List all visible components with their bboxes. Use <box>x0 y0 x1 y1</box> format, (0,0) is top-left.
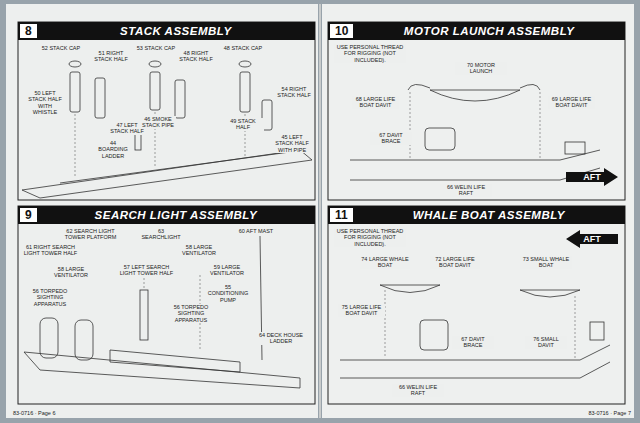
part-callout: 53 STACK CAP <box>135 45 177 51</box>
aft-text: AFT <box>566 168 618 186</box>
part-callout: 52 STACK CAP <box>40 45 82 51</box>
step-number: 8 <box>20 24 37 38</box>
part-callout: 66 WELIN LIFE RAFT <box>440 184 492 197</box>
step-title: MOTOR LAUNCH ASSEMBLY <box>353 25 625 37</box>
step-number: 9 <box>20 208 37 222</box>
part-callout: 74 LARGE WHALE BOAT <box>360 256 410 269</box>
step-title: SEARCH LIGHT ASSEMBLY <box>37 209 315 221</box>
part-callout: 50 LEFT STACK HALF WITH WHISTLE <box>24 90 66 115</box>
part-callout: 73 SMALL WHALE BOAT <box>520 256 572 269</box>
part-callout: 70 MOTOR LAUNCH <box>455 62 507 75</box>
step-header: 10MOTOR LAUNCH ASSEMBLY <box>328 22 625 40</box>
part-callout: 67 DAVIT BRACE <box>370 132 412 145</box>
part-callout: 64 DECK HOUSE LADDER <box>255 332 307 345</box>
step-header: 8STACK ASSEMBLY <box>18 22 315 40</box>
part-callout: 63 SEARCHLIGHT <box>140 228 182 241</box>
part-callout: 55 CONDITIONING PUMP <box>205 284 251 303</box>
part-callout: 72 LARGE LIFE BOAT DAVIT <box>430 256 480 269</box>
part-callout: 44 BOARDING LADDER <box>94 140 132 159</box>
step-header: 11WHALE BOAT ASSEMBLY <box>328 206 625 224</box>
step-title: STACK ASSEMBLY <box>37 25 315 37</box>
part-callout: 49 STACK HALF <box>222 118 264 131</box>
part-callout: 56 TORPEDO SIGHTING APPARATUS <box>24 288 76 307</box>
part-callout: 58 LARGE VENTILATOR <box>50 266 92 279</box>
part-callout: 48 RIGHT STACK HALF <box>175 50 217 63</box>
part-callout: 57 LEFT SEARCH LIGHT TOWER HALF <box>118 264 175 277</box>
part-callout: 62 SEARCH LIGHT TOWER PLATFORM <box>62 228 119 241</box>
part-callout: 51 RIGHT STACK HALF <box>90 50 132 63</box>
aft-text: AFT <box>566 230 618 248</box>
step-number: 10 <box>330 24 353 38</box>
part-callout: 67 DAVIT BRACE <box>452 336 494 349</box>
part-callout: 45 LEFT STACK HALF WITH PIPE <box>272 134 312 153</box>
part-callout: 75 LARGE LIFE BOAT DAVIT <box>338 304 385 317</box>
part-callout: 66 WELIN LIFE RAFT <box>392 384 444 397</box>
part-callout: 60 AFT MAST <box>235 228 277 234</box>
page-footer: 83-0716 · Page 6 <box>12 410 94 416</box>
note-text: USE PERSONAL THREAD FOR RIGGING (NOT INC… <box>334 228 406 247</box>
step-number: 11 <box>330 208 353 222</box>
part-callout: 76 SMALL DAVIT <box>525 336 567 349</box>
part-callout: 56 TORPEDO SIGHTING APPARATUS <box>165 304 217 323</box>
aft-arrow: AFT <box>566 230 618 248</box>
part-callout: 69 LARGE LIFE BOAT DAVIT <box>548 96 595 109</box>
part-callout: 59 LARGE VENTILATOR <box>205 264 249 277</box>
part-callout: 68 LARGE LIFE BOAT DAVIT <box>352 96 399 109</box>
aft-arrow: AFT <box>566 168 618 186</box>
step-header: 9SEARCH LIGHT ASSEMBLY <box>18 206 315 224</box>
part-callout: 54 RIGHT STACK HALF <box>275 86 313 99</box>
page-footer: 83-0716 · Page 7 <box>550 410 632 416</box>
part-callout: 61 RIGHT SEARCH LIGHT TOWER HALF <box>22 244 79 257</box>
part-callout: 48 STACK CAP <box>222 45 264 51</box>
note-text: USE PERSONAL THREAD FOR RIGGING (NOT INC… <box>334 44 406 63</box>
part-callout: 46 SMOKE STACK PIPE <box>140 116 176 129</box>
step-title: WHALE BOAT ASSEMBLY <box>353 209 625 221</box>
part-callout: 58 LARGE VENTILATOR <box>178 244 220 257</box>
